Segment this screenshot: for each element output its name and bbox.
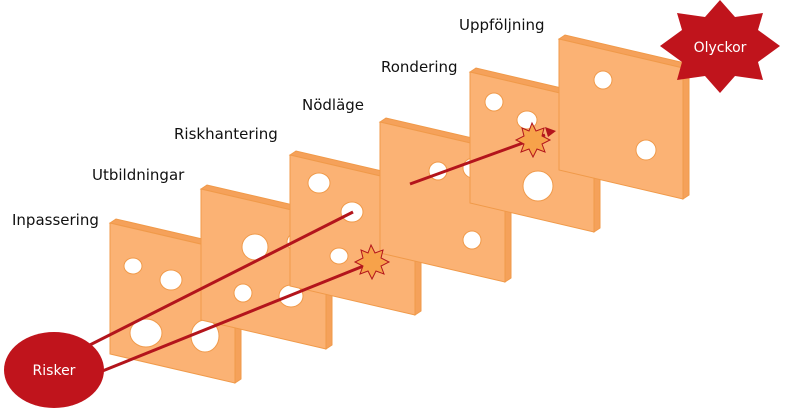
block-burst-icon [514,121,552,159]
layer-label: Inpassering [12,211,99,229]
layer-label: Utbildningar [92,166,185,184]
hole [484,92,504,112]
slice-face [558,38,684,200]
hole [233,283,253,303]
slice-holes [593,70,657,161]
hole [593,70,613,90]
arrow-head [545,127,556,137]
hole [123,257,143,275]
block-burst-icon [353,243,391,281]
slice-uppfoljning: Uppföljning [459,16,691,200]
hole [329,247,349,265]
olyckor-badge: Olyckor [660,0,780,93]
layer-label: Nödläge [302,96,364,114]
risker-badge: Risker [4,332,104,408]
layer-label: Uppföljning [459,16,545,34]
risk-arrows [69,127,556,380]
olyckor-label: Olyckor [694,40,747,56]
layer-label: Riskhantering [174,125,278,143]
risk-arrow-line [84,263,367,380]
hole [159,269,183,291]
hole [635,139,657,161]
olyckor-star [660,0,780,93]
risker-label: Risker [33,363,76,379]
hole [307,172,331,194]
risker-ellipse [4,332,104,408]
risk-arrow-line [69,210,354,357]
layer-label: Rondering [381,58,458,76]
hole [522,170,554,202]
slice-side [682,63,690,200]
hole [462,230,482,250]
hole [129,318,163,348]
